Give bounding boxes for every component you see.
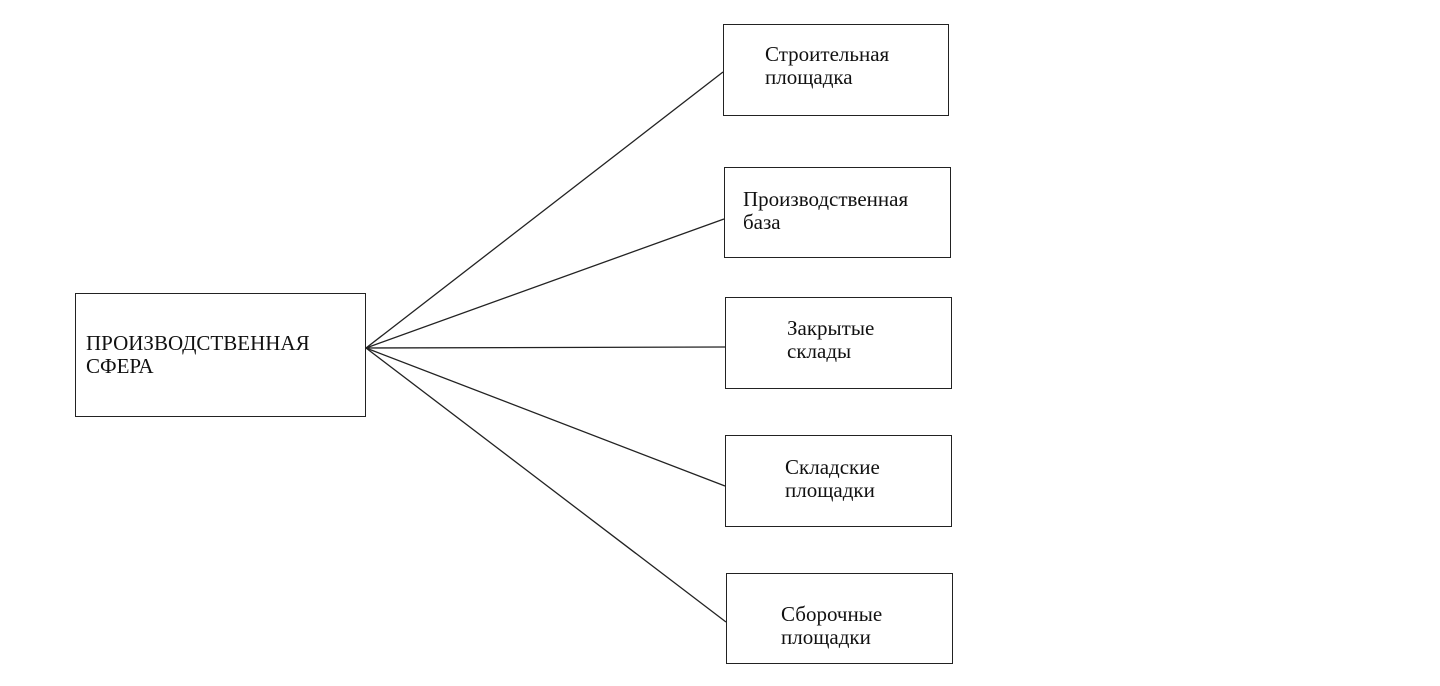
- connector-line: [365, 347, 727, 623]
- child-node-label: Строительная площадка: [765, 42, 890, 89]
- child-node-label: Сборочные площадки: [781, 602, 883, 649]
- child-node-closed-warehouses: Закрытые склады: [725, 297, 952, 389]
- connector-line: [365, 71, 724, 349]
- child-node-label: Складские площадки: [785, 455, 880, 502]
- root-node-label: ПРОИЗВОДСТВЕННАЯ СФЕРА: [86, 331, 310, 378]
- connector-line: [365, 218, 725, 349]
- child-node-construction-site: Строительная площадка: [723, 24, 949, 116]
- child-node-assembly-areas: Сборочные площадки: [726, 573, 953, 664]
- child-node-label: Закрытые склады: [787, 316, 875, 363]
- connector-line: [365, 346, 726, 349]
- child-node-label: Производственная база: [743, 187, 909, 234]
- child-node-storage-areas: Складские площадки: [725, 435, 952, 527]
- child-node-production-base: Производственная база: [724, 167, 951, 258]
- connector-line: [365, 347, 726, 487]
- root-node: ПРОИЗВОДСТВЕННАЯ СФЕРА: [75, 293, 366, 417]
